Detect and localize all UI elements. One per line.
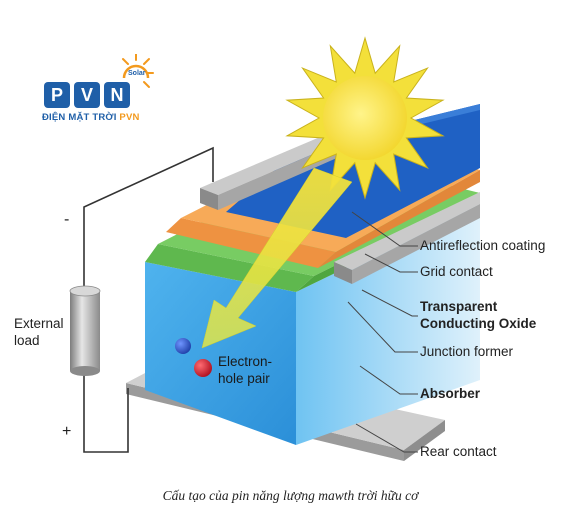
external-load-resistor [69, 285, 101, 376]
label-minus-terminal: - [64, 211, 70, 228]
logo-letter-n: N [104, 82, 130, 108]
label-tco-line1: Transparent [420, 299, 498, 314]
sun-icon [285, 36, 445, 200]
logo-letter-v: V [74, 82, 100, 108]
label-junction-former: Junction former [420, 344, 514, 359]
label-absorber: Absorber [420, 386, 481, 401]
electron-particle [175, 338, 191, 354]
pvn-solar-logo: P V N Solar ĐIỆN MẶT TRỜI PVN [34, 54, 164, 130]
figure-caption: Cấu tạo của pin năng lượng mawth trời hữ… [162, 488, 419, 503]
light-beam-arrow [201, 167, 353, 349]
label-electron-line2: hole pair [218, 371, 270, 386]
label-plus-terminal: + [62, 423, 72, 440]
logo-tagline: ĐIỆN MẶT TRỜI PVN [42, 112, 140, 123]
label-grid-contact: Grid contact [420, 264, 493, 279]
label-tco-line2: Conducting Oxide [420, 316, 537, 331]
label-electron-line1: Electron- [218, 354, 273, 369]
label-external-line2: load [14, 333, 40, 348]
logo-letter-p: P [44, 82, 70, 108]
logo-solar-text: Solar [128, 70, 146, 77]
leader-lines [347, 211, 418, 453]
absorber-layer [145, 203, 480, 445]
label-external-line1: External [14, 316, 64, 331]
hole-particle [194, 359, 212, 377]
logo-tagline-main: ĐIỆN MẶT TRỜI [42, 112, 120, 123]
external-circuit-wire [83, 146, 214, 453]
label-rear-contact: Rear contact [420, 444, 497, 459]
logo-sun-icon [122, 54, 154, 88]
logo-tagline-accent: PVN [119, 112, 140, 123]
label-antireflection-coating: Antireflection coating [420, 238, 546, 253]
